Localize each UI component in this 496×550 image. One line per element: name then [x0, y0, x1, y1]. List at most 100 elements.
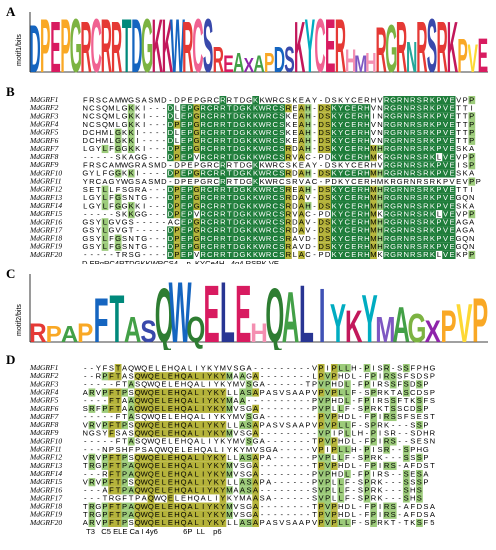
alignment-b-residue: H [364, 128, 369, 137]
alignment-d-cell-shade [167, 372, 174, 381]
alignment-d-residue: Y [214, 437, 219, 446]
alignment-b-residue: - [313, 120, 316, 129]
alignment-b-residue: C [345, 128, 351, 137]
alignment-b-cell-shade [357, 169, 364, 178]
alignment-b-residue: M [370, 234, 376, 243]
alignment-d-cell-shade [363, 486, 371, 495]
alignment-b-residue: K [253, 120, 258, 129]
alignment-d-residue: E [168, 518, 173, 527]
alignment-b-residue: E [292, 120, 297, 129]
alignment-d-residue: H [174, 388, 179, 397]
alignment-b-cell-shade [416, 136, 423, 145]
alignment-b-residue: G [141, 242, 147, 251]
alignment-b-cell-shade [402, 226, 410, 235]
alignment-d-cell-shade [226, 396, 233, 405]
alignment-b-residue: G [240, 136, 246, 145]
alignment-b-residue: S [325, 136, 330, 145]
alignment-b-residue: R [364, 161, 370, 170]
alignment-d-residue: P [364, 363, 369, 372]
alignment-b-residue: S [417, 169, 422, 178]
alignment-d-cell-shade [134, 421, 142, 430]
alignment-d-residue: P [122, 477, 127, 486]
alignment-b-residue: K [332, 226, 337, 235]
alignment-b-cell-shade [193, 226, 201, 235]
alignment-d-residue: T [122, 437, 127, 446]
alignment-d-cell-shade [337, 388, 345, 397]
alignment-b-residue: - [104, 209, 107, 218]
alignment-b-cell-shade [127, 144, 135, 154]
alignment-b-residue: V [305, 193, 311, 202]
alignment-b-residue: V [443, 120, 449, 129]
alignment-d-residue: T [83, 502, 88, 511]
alignment-d-residue: F [358, 380, 363, 389]
alignment-d-residue: P [102, 453, 107, 462]
alignment-d-cell-shade [337, 404, 345, 413]
alignment-d-residue: A [129, 469, 135, 478]
alignment-d-residue: L [339, 494, 343, 503]
alignment-d-cell-shade [219, 518, 227, 527]
alignment-d-residue: K [384, 388, 389, 397]
alignment-b-residue: G [390, 226, 396, 235]
alignment-d-residue: P [325, 396, 330, 405]
alignment-b-residue: L [293, 250, 297, 259]
alignment-d-cell-shade [127, 469, 135, 479]
alignment-d-residue: - [294, 510, 297, 519]
alignment-d-residue: F [397, 380, 402, 389]
alignment-b-residue: D [233, 112, 239, 121]
alignment-d-residue: A [260, 437, 266, 446]
alignment-b-residue: - [313, 185, 316, 194]
alignment-b-cell-shade [304, 185, 312, 194]
alignment-b-cell-shade [304, 201, 312, 211]
alignment-d-residue: L [345, 469, 349, 478]
alignment-b-residue: N [403, 112, 408, 121]
alignment-d-residue: S [240, 469, 245, 478]
alignment-b-residue: K [430, 95, 435, 104]
alignment-d-residue: Q [181, 486, 187, 495]
alignment-b-cell-shade [232, 112, 240, 121]
alignment-b-residue: C [345, 242, 351, 251]
alignment-d-residue: L [168, 412, 172, 421]
alignment-d-residue: - [294, 494, 297, 503]
alignment-b-cell-shade [324, 136, 332, 145]
alignment-d-residue: F [410, 461, 415, 470]
alignment-d-residue: - [287, 486, 290, 495]
alignment-b-cell-shade [206, 128, 214, 137]
alignment-b-residue: R [364, 177, 370, 186]
alignment-b-residue: H [364, 144, 369, 153]
alignment-b-cell-shade [402, 112, 410, 121]
alignment-b-residue: S [148, 161, 153, 170]
alignment-d-cell-shade [121, 486, 129, 495]
alignment-b-residue: V [443, 218, 449, 227]
alignment-b-residue: G [115, 234, 121, 243]
alignment-d-residue: T [384, 404, 389, 413]
alignment-b-cell-shade [409, 250, 417, 259]
alignment-d-residue: R [430, 429, 436, 438]
alignment-d-residue: S [417, 380, 422, 389]
alignment-d-cell-shade [324, 478, 332, 487]
alignment-d-cell-shade [147, 510, 155, 519]
alignment-b-residue: P [476, 177, 481, 186]
alignment-b-cell-shade [114, 128, 122, 137]
alignment-d-residue: - [294, 453, 297, 462]
alignment-b-cell-shade [416, 210, 423, 219]
alignment-d-cell-shade [108, 486, 115, 495]
alignment-b-cell-shade [442, 234, 449, 243]
alignment-d-cell-shade [173, 469, 181, 479]
alignment-d-cell-shade [88, 404, 96, 413]
alignment-b-residue: P [469, 136, 474, 145]
alignment-b-cell-shade [232, 250, 240, 259]
alignment-b-cell-shade [199, 128, 207, 137]
alignment-b-cell-shade [285, 250, 292, 259]
alignment-b-cell-shade [357, 104, 364, 113]
alignment-b-cell-shade [409, 128, 417, 137]
alignment-d-residue: F [109, 420, 114, 429]
alignment-b-residue: T [227, 209, 232, 218]
alignment-b-cell-shade [265, 234, 273, 243]
alignment-b-residue: M [102, 128, 108, 137]
alignment-d-residue: - [398, 477, 401, 486]
alignment-d-cell-shade [114, 364, 122, 373]
alignment-b-residue: A [299, 169, 305, 178]
alignment-d-cell-shade [383, 461, 391, 470]
alignment-b-residue: - [150, 234, 153, 243]
alignment-d-residue: T [122, 412, 127, 421]
